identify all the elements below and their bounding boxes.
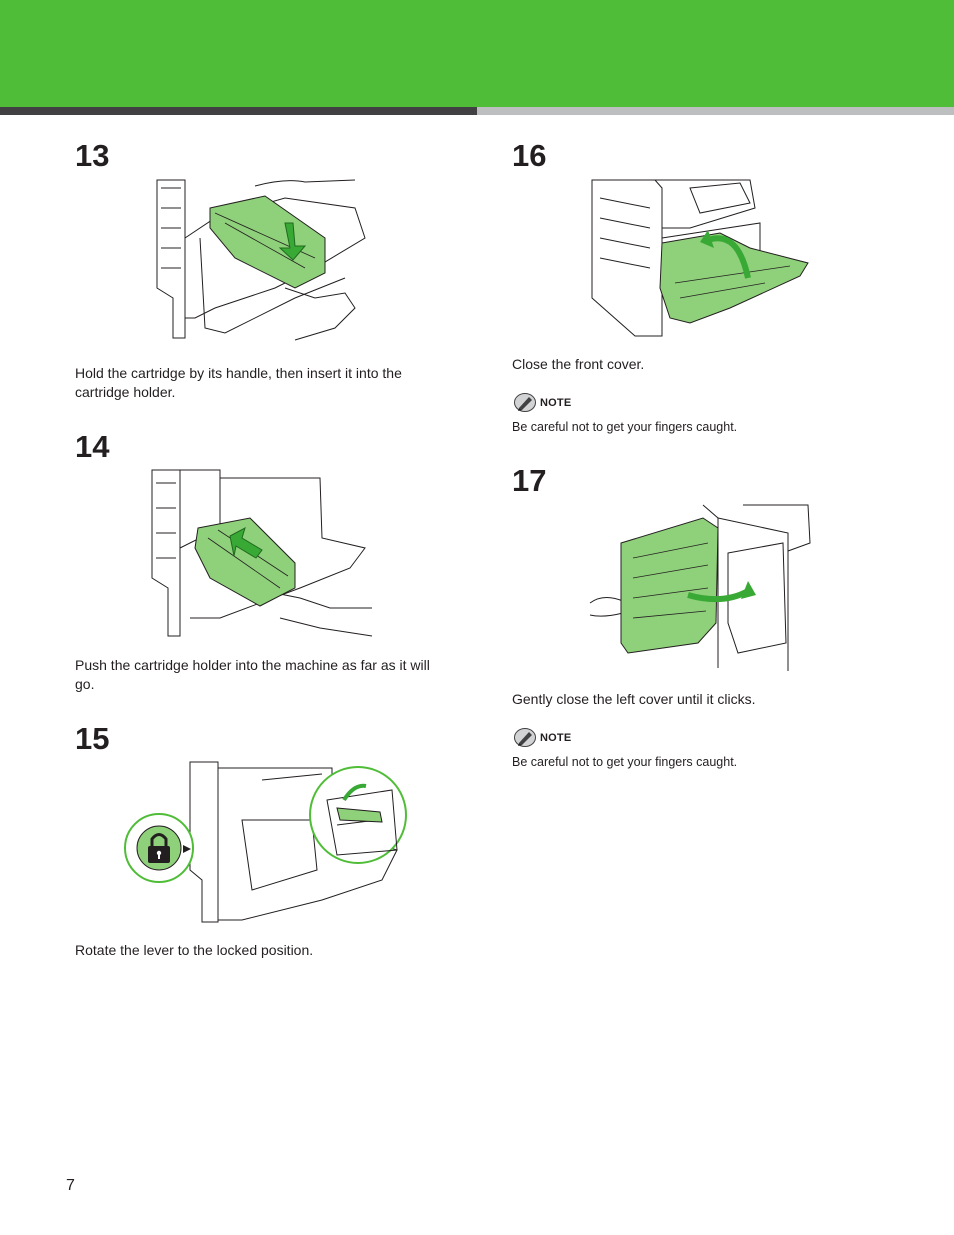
step-17-illustration [589,504,811,671]
step-13-number: 13 [75,138,110,173]
step-16-note-text: Be careful not to get your fingers caugh… [512,420,738,434]
page-number: 7 [66,1177,75,1194]
lock-icon [136,825,182,871]
step-15-number: 15 [75,721,110,756]
note-label: NOTE [540,731,572,744]
step-16-number: 16 [512,138,547,173]
step-16-caption: Close the front cover. [512,356,645,372]
step-13-caption: Hold the cartridge by its handle, then i… [75,365,402,400]
step-15-caption: Rotate the lever to the locked position. [75,942,314,958]
step-17-note-header: NOTE [514,728,571,747]
step-14-illustration [151,469,373,637]
note-icon [514,393,536,412]
step-17-caption: Gently close the left cover until it cli… [512,691,756,707]
note-icon [514,728,536,747]
note-label: NOTE [540,396,572,409]
header-band [0,0,954,107]
step-13-illustration [156,179,366,341]
step-15-illustration [124,761,407,923]
step-14-caption: Push the cartridge holder into the machi… [75,657,430,692]
header-rule-left [0,107,477,115]
step-17-note-text: Be careful not to get your fingers caugh… [512,755,738,769]
header-rule-right [477,107,954,115]
arrow-icon [183,845,191,853]
step-16-illustration [591,179,809,337]
step-16-note-header: NOTE [514,393,571,412]
step-17-number: 17 [512,463,547,498]
step-14-number: 14 [75,429,110,464]
